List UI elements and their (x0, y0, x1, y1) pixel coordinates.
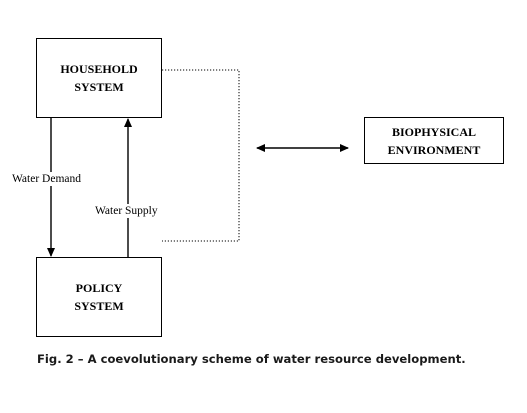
household-system-box: HOUSEHOLD SYSTEM (36, 38, 162, 118)
policy-system-label-line1: POLICY (75, 281, 123, 295)
water-demand-label: Water Demand (10, 172, 83, 186)
policy-system-box: POLICY SYSTEM (36, 257, 162, 337)
biophysical-environment-box: BIOPHYSICAL ENVIRONMENT (364, 117, 504, 164)
household-system-label-line2: SYSTEM (74, 80, 124, 94)
figure-caption: Fig. 2 – A coevolutionary scheme of wate… (37, 352, 466, 366)
biophysical-environment-label-line1: BIOPHYSICAL (391, 124, 477, 139)
dotted-connector-bracket (162, 69, 240, 242)
policy-system-label-line2: SYSTEM (74, 299, 124, 313)
biophysical-environment-label-line2: ENVIRONMENT (387, 142, 481, 157)
water-supply-label: Water Supply (95, 204, 158, 218)
household-system-label-line1: HOUSEHOLD (60, 62, 138, 76)
